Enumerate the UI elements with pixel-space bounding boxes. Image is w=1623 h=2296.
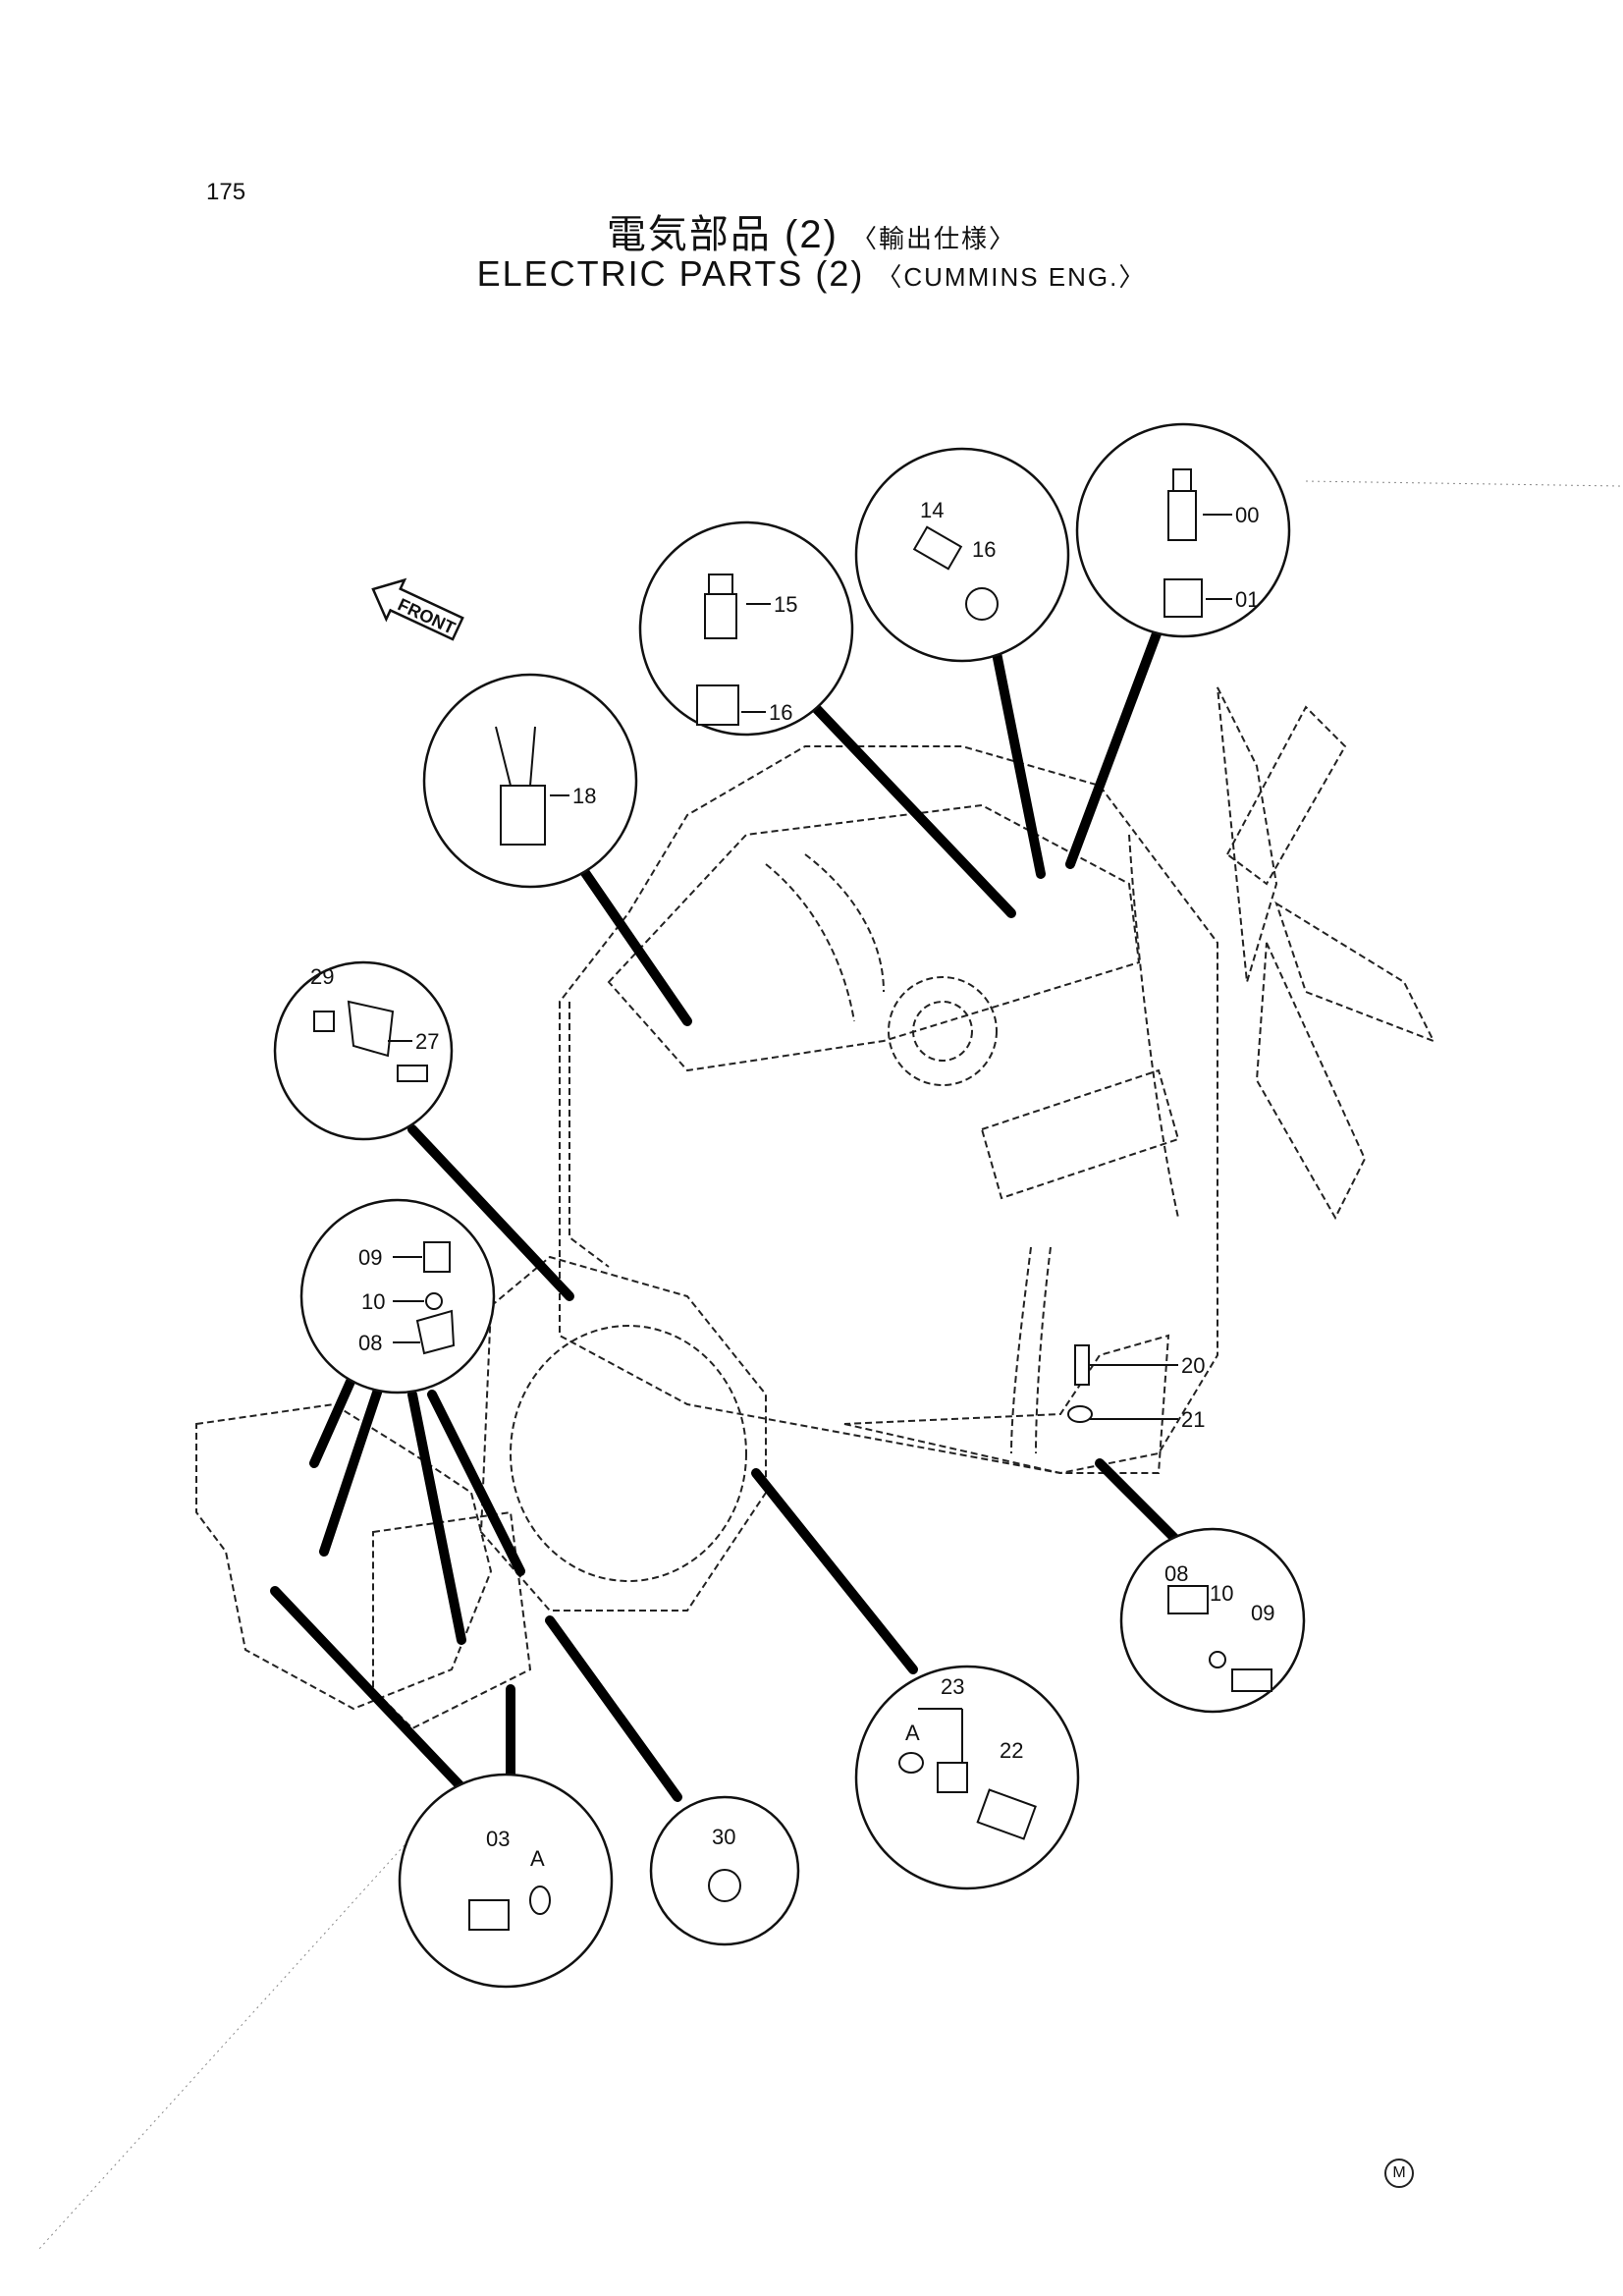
intake-pipe-outline xyxy=(804,853,885,993)
callout-27: 27 xyxy=(415,1029,439,1054)
leader-14 xyxy=(987,624,1046,879)
callout-14: 14 xyxy=(920,498,944,522)
clamp-27-icon xyxy=(347,1000,395,1058)
leader-03 xyxy=(270,1586,466,1792)
callout-00: 00 xyxy=(1235,503,1259,527)
clamp-08b-icon xyxy=(1167,1585,1209,1614)
adapter-16b-icon xyxy=(696,684,739,726)
sensor-14-icon xyxy=(912,525,963,571)
callout-09a: 09 xyxy=(358,1245,382,1270)
callout-10b: 10 xyxy=(1210,1581,1233,1606)
turbocharger-outline xyxy=(888,976,998,1086)
engine-block-outline xyxy=(559,745,1218,1475)
title-japanese: 電気部品 (2) 〈輸出仕様〉 xyxy=(0,202,1623,259)
corner-mark: M xyxy=(1384,2159,1414,2188)
callout-circle-09-10-08-a xyxy=(299,1198,496,1394)
title-japanese-main: 電気部品 (2) xyxy=(606,213,839,256)
leader-15-16 xyxy=(810,702,1016,918)
washer-10b-icon xyxy=(1209,1651,1226,1668)
switch-22-icon xyxy=(976,1788,1037,1840)
nut-29-icon xyxy=(313,1011,335,1032)
sender-15-icon xyxy=(704,593,737,639)
callout-08b: 08 xyxy=(1164,1561,1188,1586)
callout-16b: 16 xyxy=(769,700,792,725)
callout-23: 23 xyxy=(941,1674,964,1699)
callout-15: 15 xyxy=(774,592,797,617)
callout-10a: 10 xyxy=(361,1289,385,1314)
sensor-03-icon xyxy=(468,1899,510,1931)
guide-line-bottom xyxy=(38,1835,413,2250)
leader-23 xyxy=(751,1468,918,1674)
callout-circle-15-16 xyxy=(638,520,854,737)
clamp-08a-icon xyxy=(415,1309,456,1355)
callout-03a: A xyxy=(530,1846,545,1871)
page-number: 175 xyxy=(206,179,246,205)
leader-00-01 xyxy=(1065,624,1163,869)
title-english-main: ELECTRIC PARTS (2) xyxy=(476,253,865,294)
callout-16a: 16 xyxy=(972,537,996,562)
callout-23a: A xyxy=(905,1721,920,1745)
o-ring-23a-icon xyxy=(898,1752,924,1774)
title-english: ELECTRIC PARTS (2) 〈CUMMINS ENG.〉 xyxy=(0,253,1623,295)
oil-pan-outline xyxy=(843,1334,1170,1474)
callout-09b: 09 xyxy=(1251,1601,1274,1625)
sensor-20-icon xyxy=(1074,1344,1090,1386)
wire-harness-outline xyxy=(1128,834,1179,1219)
callout-22: 22 xyxy=(1000,1738,1023,1763)
hydraulic-pump-outline xyxy=(195,1402,493,1711)
callout-30: 30 xyxy=(712,1825,735,1849)
front-arrow: FRONT xyxy=(371,577,464,641)
bolt-09a-icon xyxy=(423,1241,451,1273)
callout-29: 29 xyxy=(310,964,334,989)
callout-01: 01 xyxy=(1235,587,1259,612)
callout-03: 03 xyxy=(486,1827,510,1851)
callout-circle-03 xyxy=(398,1773,614,1989)
leader-18 xyxy=(574,859,692,1026)
engine-top-cover xyxy=(607,803,1141,1072)
temperature-sensor-00-icon xyxy=(1167,490,1197,541)
adapter-01-icon xyxy=(1163,578,1203,618)
adapter-16a-icon xyxy=(965,587,999,621)
callout-08a: 08 xyxy=(358,1331,382,1355)
leader-30 xyxy=(545,1615,682,1802)
washer-21-icon xyxy=(1067,1405,1093,1423)
flywheel-housing-outline xyxy=(479,1255,767,1612)
o-ring-03a-icon xyxy=(529,1886,551,1915)
callout-circle-08-10-09-b xyxy=(1119,1527,1306,1714)
callout-circle-27-29 xyxy=(273,960,454,1141)
clip-30-icon xyxy=(708,1869,741,1902)
switch-18-icon xyxy=(500,785,546,846)
title-japanese-note: 〈輸出仕様〉 xyxy=(851,224,1017,253)
leader-08a-1 xyxy=(319,1370,388,1557)
cooling-fan-outline xyxy=(1217,686,1278,983)
leader-08a-4 xyxy=(309,1370,358,1468)
guide-line-top xyxy=(1305,480,1621,487)
callout-18: 18 xyxy=(572,784,596,808)
title-english-note: 〈CUMMINS ENG.〉 xyxy=(876,262,1147,292)
callout-20: 20 xyxy=(1181,1353,1205,1378)
callout-circle-14-16 xyxy=(854,447,1070,663)
leader-27 xyxy=(407,1124,574,1301)
washer-10a-icon xyxy=(425,1292,443,1310)
bolt-09b-icon xyxy=(1231,1668,1272,1692)
leader-08a-2 xyxy=(407,1390,466,1645)
leader-08a-3 xyxy=(427,1390,525,1576)
adapter-23-icon xyxy=(937,1762,968,1793)
callout-21: 21 xyxy=(1181,1407,1205,1432)
